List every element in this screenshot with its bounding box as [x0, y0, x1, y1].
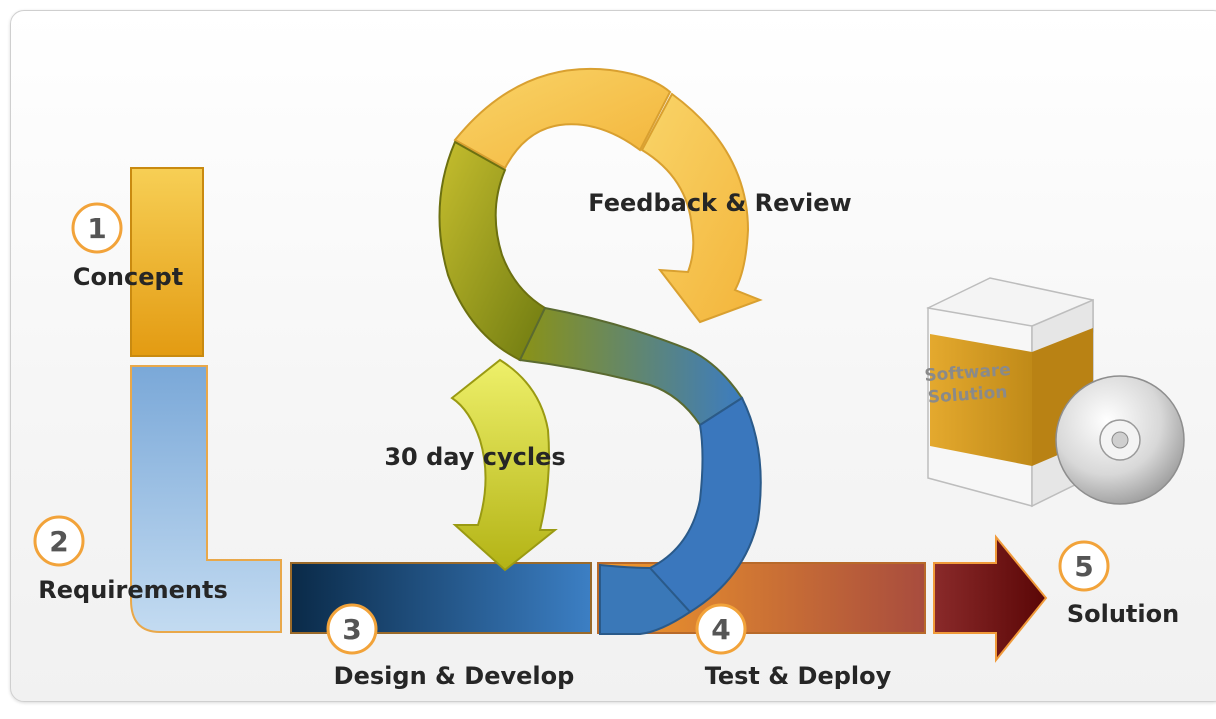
step-5-label: Solution	[1067, 600, 1179, 628]
step-5-badge: 5	[1058, 540, 1110, 592]
olive-arc-left	[438, 140, 547, 362]
step-5-number: 5	[1074, 550, 1093, 583]
solution-arrow	[933, 534, 1048, 663]
step-2-number: 2	[49, 525, 68, 558]
step-3-badge: 3	[326, 603, 378, 655]
step-4-label: Test & Deploy	[705, 662, 892, 690]
cycle-arc-blue-bottom	[599, 563, 692, 635]
step-3-number: 3	[342, 613, 361, 646]
step-4-badge: 4	[695, 603, 747, 655]
step-2-badge: 2	[33, 515, 85, 567]
feedback-arc-right	[640, 92, 763, 324]
cycle-arrow-down	[450, 358, 558, 572]
cd-disc-icon	[1055, 375, 1185, 505]
step-1-number: 1	[87, 212, 106, 245]
step-1-badge: 1	[71, 202, 123, 254]
requirements-l-bar	[130, 365, 282, 633]
feedback-review-label: Feedback & Review	[588, 189, 851, 217]
feedback-arc-top	[453, 67, 672, 170]
software-box-icon: Software Solution	[924, 277, 1094, 508]
cycle-label: 30 day cycles	[384, 443, 565, 471]
concept-bar	[130, 167, 204, 357]
step-3-label: Design & Develop	[334, 662, 575, 690]
step-2-label: Requirements	[38, 576, 228, 604]
cycle-arc-middle	[518, 306, 744, 427]
step-1-label: Concept	[73, 263, 183, 291]
step-4-number: 4	[711, 613, 730, 646]
